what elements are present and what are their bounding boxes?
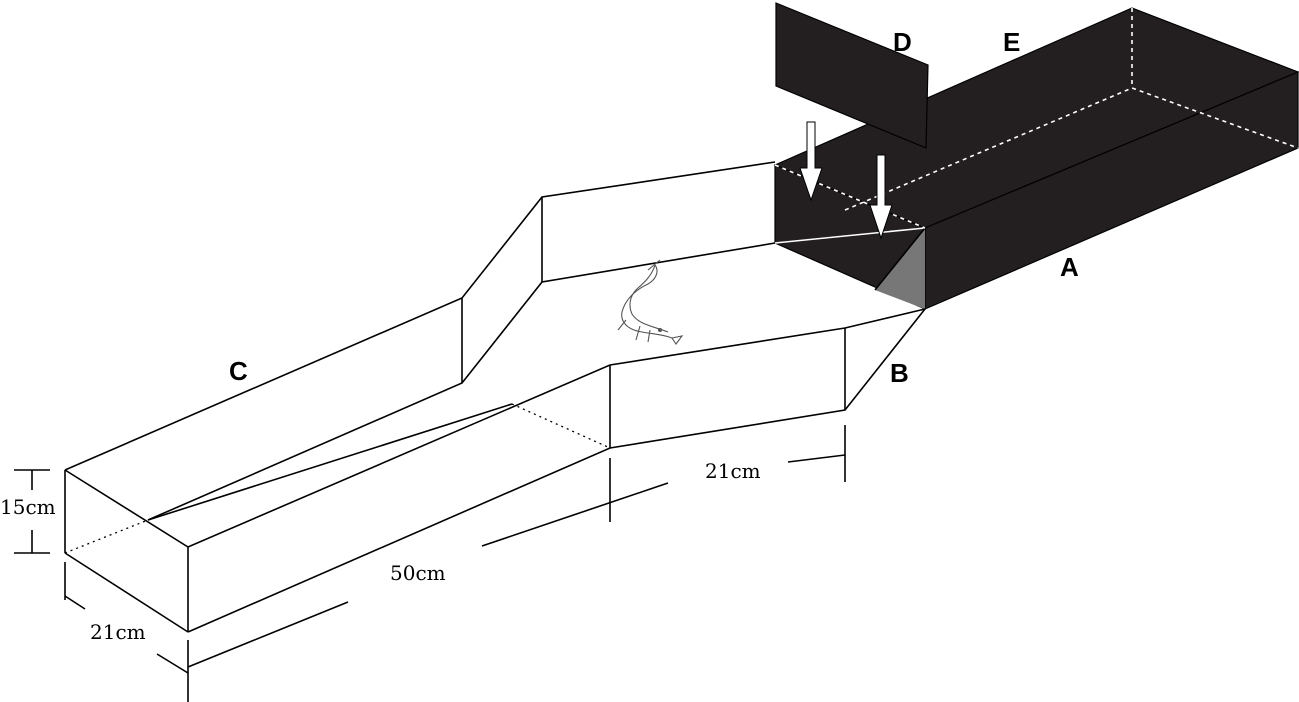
dimension-width-front-label: 21cm	[90, 620, 146, 644]
gate-d-panel	[775, 2, 929, 149]
gate-d	[775, 2, 929, 149]
label-c: C	[229, 356, 248, 386]
label-b: B	[890, 358, 909, 388]
label-e: E	[1003, 27, 1020, 57]
label-d: D	[893, 27, 912, 57]
dimension-width-mid-label: 21cm	[705, 459, 761, 483]
dimension-lines	[14, 425, 846, 702]
sturgeon-fish-icon	[617, 259, 684, 345]
dimension-height-label: 15cm	[0, 495, 56, 519]
down-arrow-icon	[799, 121, 823, 202]
tank-outline	[64, 161, 926, 633]
label-a: A	[1060, 252, 1079, 282]
chamber-e-opening-shade	[875, 228, 925, 309]
dimension-length-label: 50cm	[390, 561, 446, 585]
down-arrow-icon	[869, 154, 893, 240]
